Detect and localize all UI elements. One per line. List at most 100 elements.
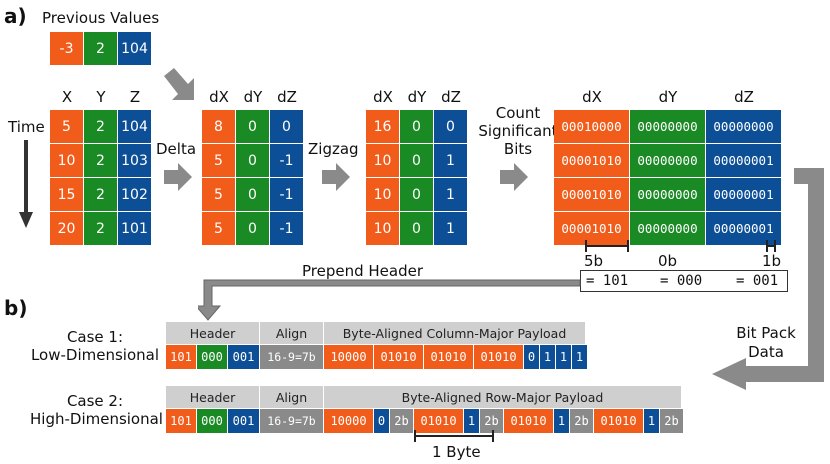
case2-payload-bits: 2b [660,409,684,433]
panel-a-label: a) [4,4,27,28]
original-cell: 5 [50,110,84,144]
zigzag-cell: 10 [366,144,400,178]
bit-pack-label-line2: Data [748,343,784,361]
delta-cell: -1 [270,212,304,246]
case1-payload-bits: 1 [556,345,572,369]
zigzag-cell: 0 [400,110,434,144]
case2-align-title: Align [260,386,324,408]
binary-cell: 00000000 [630,110,706,144]
header-value-dx: = 101 [586,273,629,289]
case2-payload-bits: 01010 [504,409,554,433]
original-cell: 20 [50,212,84,246]
delta-cell: -1 [270,144,304,178]
header-value-dz: = 001 [736,273,779,289]
case1-payload-bits: 01010 [474,345,524,369]
count-label-line3: Bits [503,140,533,158]
case1-label-line1: Case 1: [66,328,124,346]
header-y: Y [96,88,106,106]
previous-to-delta-arrow [164,68,194,100]
case2-payload-bits: 2b [480,409,504,433]
delta-label: Delta [156,140,197,158]
case1-payload-bits: 0 [524,345,540,369]
binary-cell: 00000000 [630,178,706,212]
case1-header-bit: 000 [197,345,228,369]
original-cell: 104 [118,110,152,144]
case2-label-line1: Case 2: [66,392,124,410]
zigzag-cell: 1 [434,178,468,212]
delta-cell: 0 [236,110,270,144]
original-cell: 2 [84,110,118,144]
zigzag-arrow [322,163,350,191]
original-cell: 2 [84,144,118,178]
bit-pack-label-line1: Bit Pack [736,324,796,342]
case2-payload-bits: 2b [570,409,594,433]
original-cell: 10 [50,144,84,178]
delta-cell: 0 [270,110,304,144]
case2-header-title: Header [166,386,260,408]
binary-header-dz: dZ [734,88,754,106]
binary-cell: 00001010 [554,144,630,178]
prepend-header-label: Prepend Header [302,262,424,280]
delta-arrow [164,163,192,191]
panel-b-label: b) [4,296,28,320]
delta-cell: 5 [202,212,236,246]
bit-count-dy: 0b [658,252,678,270]
binary-cell: 00000000 [706,110,782,144]
binary-cell: 00000001 [706,144,782,178]
case1-header-bit: 001 [228,345,260,369]
delta-cell: -1 [270,178,304,212]
previous-value-z: 104 [118,32,152,66]
count-label-line1: Count [495,104,541,122]
previous-values-title: Previous Values [42,9,160,27]
case2-header-bit: 000 [197,409,228,433]
delta-cell: 0 [236,212,270,246]
zigzag-cell: 0 [434,110,468,144]
binary-cell: 00010000 [554,110,630,144]
time-label: Time [8,118,45,136]
original-cell: 2 [84,212,118,246]
bit-count-dz: 1b [762,252,782,270]
delta-cell: 8 [202,110,236,144]
zigzag-cell: 16 [366,110,400,144]
prepend-header-arrow [198,279,581,321]
case1-header-title: Header [166,322,260,344]
case2-align-bits: 16-9=7b [260,409,324,433]
case2-label-line2: High-Dimensional [30,410,163,428]
zigzag-header-dx: dX [373,88,393,106]
zigzag-cell: 1 [434,144,468,178]
case1-payload-bits: 1 [540,345,556,369]
binary-cell: 00000001 [706,178,782,212]
case2-payload-bits: 0 [374,409,390,433]
zigzag-cell: 1 [434,212,468,246]
bit-pack-arrow [712,168,824,390]
header-value-dy: = 000 [660,273,703,289]
case1-label-line2: Low-Dimensional [30,346,160,364]
binary-cell: 00001010 [554,178,630,212]
original-cell: 101 [118,212,152,246]
case1-payload-bits: 10000 [324,345,374,369]
case1-payload-bits: 01010 [424,345,474,369]
case2-header-bit: 101 [166,409,197,433]
bit-count-brackets [585,240,776,252]
zigzag-header-dz: dZ [441,88,461,106]
case1-header-bit: 101 [166,345,197,369]
previous-value-x: -3 [50,32,84,66]
case2-payload-bits: 01010 [594,409,644,433]
case2-payload-bits: 2b [390,409,414,433]
binary-cell: 00000000 [630,144,706,178]
binary-cell: 00001010 [554,212,630,246]
zigzag-label: Zigzag [308,140,359,158]
case1-payload-bits: 1 [572,345,588,369]
delta-header-dz: dZ [277,88,297,106]
header-z: Z [129,88,141,106]
binary-cell: 00000001 [706,212,782,246]
one-byte-bracket [414,430,494,442]
zigzag-cell: 0 [400,178,434,212]
case2-payload-bits: 1 [464,409,480,433]
original-cell: 102 [118,178,152,212]
delta-header-dx: dX [209,88,229,106]
case2-payload-bits: 1 [644,409,660,433]
case2-payload-bits: 10000 [324,409,374,433]
case2-payload-bits: 1 [554,409,570,433]
case1-align-bits: 16-9=7b [260,345,324,369]
